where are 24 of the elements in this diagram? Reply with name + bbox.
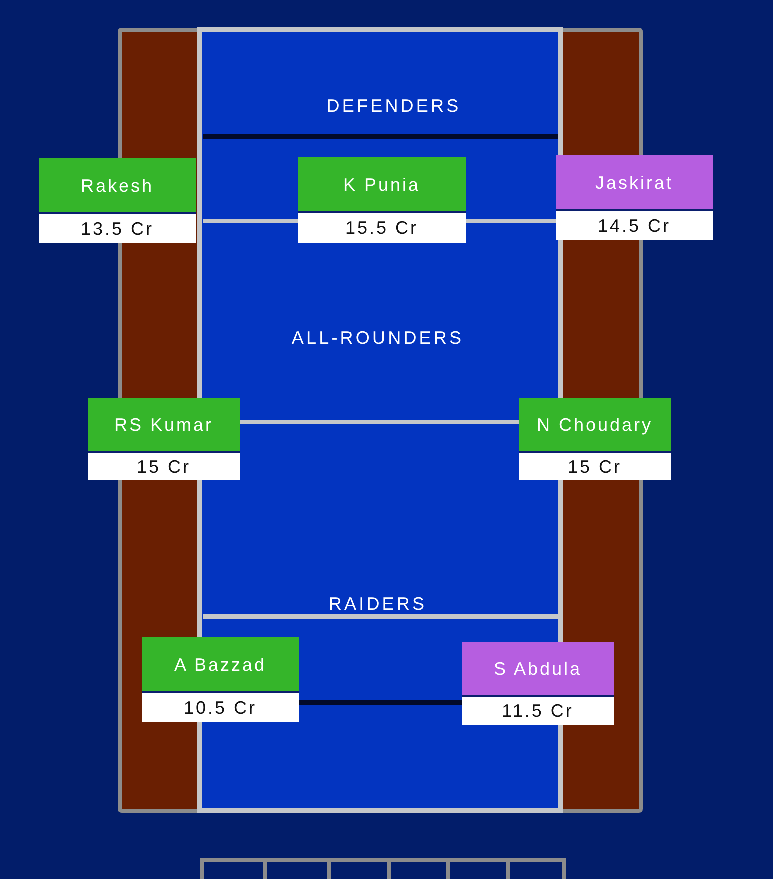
player-price: 15 Cr — [519, 453, 671, 480]
player-card — [462, 642, 614, 725]
player-card — [39, 158, 196, 243]
player-card — [88, 398, 240, 480]
player-name: Rakesh — [39, 158, 196, 212]
player-price: 13.5 Cr — [39, 214, 196, 243]
player-name: RS Kumar — [88, 398, 240, 451]
player-price: 15.5 Cr — [298, 213, 466, 243]
player-name: Jaskirat — [556, 155, 713, 209]
player-price: 11.5 Cr — [462, 697, 614, 725]
player-name: K Punia — [298, 157, 466, 211]
player-name: S Abdula — [462, 642, 614, 695]
player-card — [298, 157, 466, 243]
zone-label: RAIDERS — [328, 594, 428, 615]
player-name: N Choudary — [519, 398, 671, 451]
player-card — [556, 155, 713, 240]
player-card — [142, 637, 299, 722]
player-price: 14.5 Cr — [556, 211, 713, 240]
player-price: 10.5 Cr — [142, 693, 299, 722]
player-price: 15 Cr — [88, 453, 240, 480]
zone-label: ALL-ROUNDERS — [292, 328, 464, 349]
player-name: A Bazzad — [142, 637, 299, 691]
zone-label: DEFENDERS — [326, 96, 462, 117]
player-card — [519, 398, 671, 480]
